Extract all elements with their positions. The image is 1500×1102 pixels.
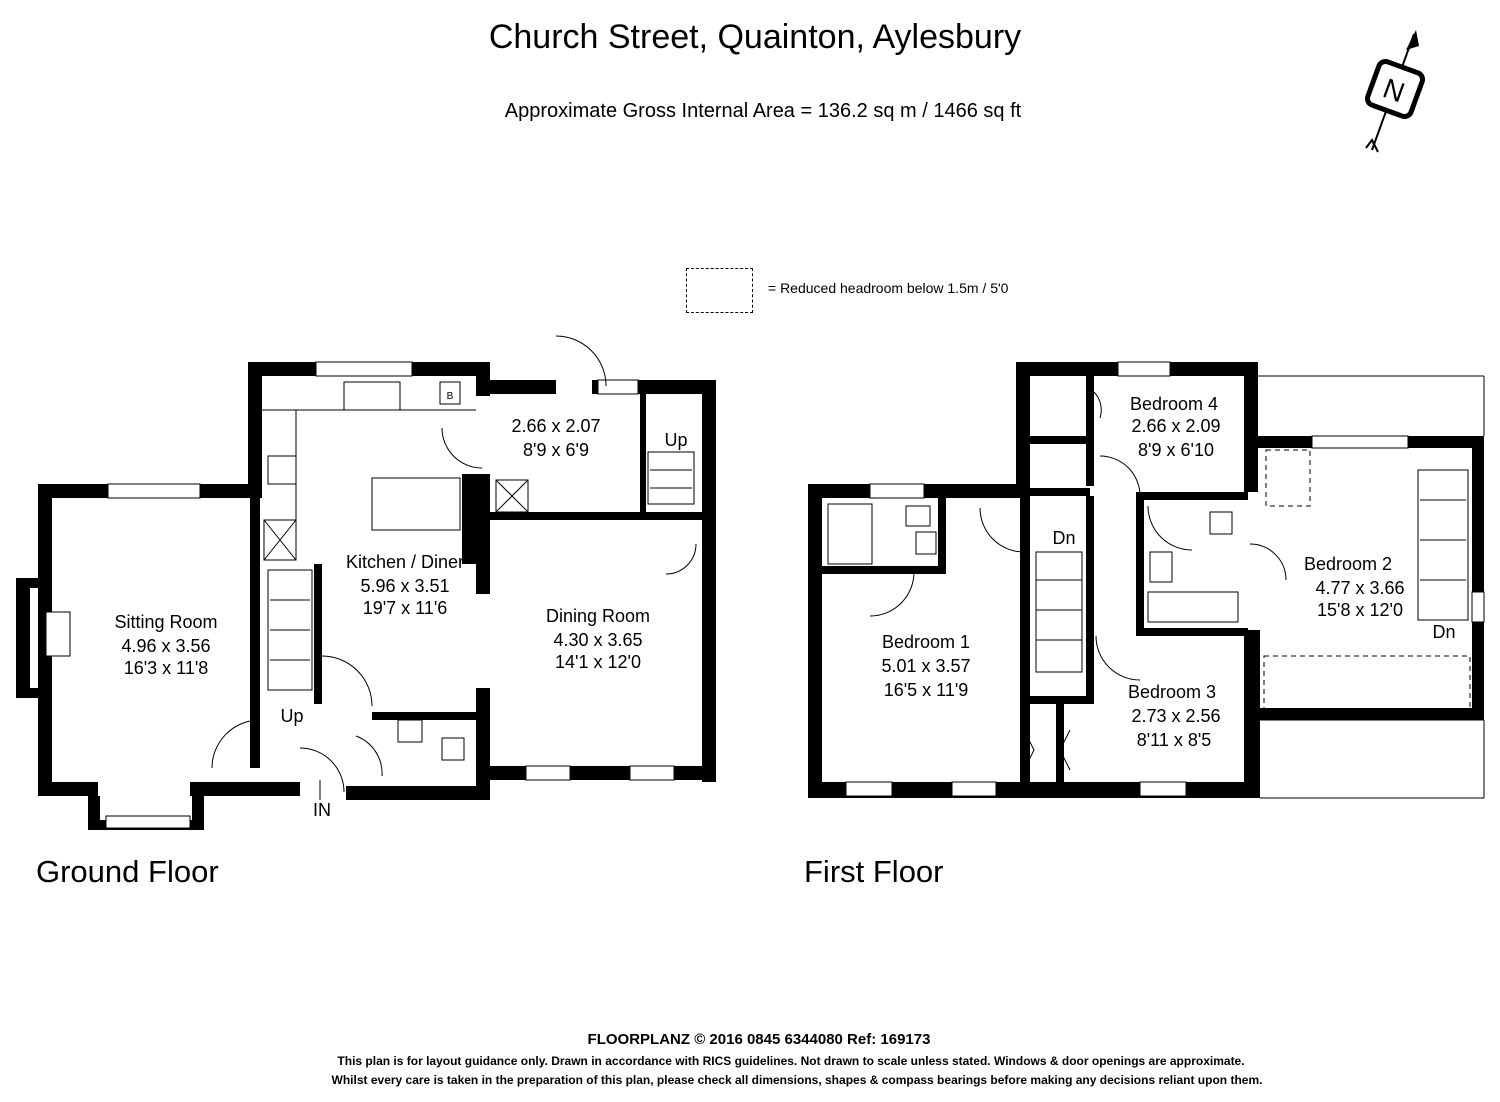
- dining-room-name: Dining Room: [546, 606, 650, 626]
- legend-swatch: [686, 268, 753, 313]
- sitting-room-metric: 4.96 x 3.56: [121, 636, 210, 656]
- bedroom-3-name: Bedroom 3: [1128, 682, 1216, 702]
- first-floor-thin-lines: [869, 375, 1485, 799]
- legend-text: = Reduced headroom below 1.5m / 5'0: [768, 280, 1009, 296]
- stairs-down-label: Dn: [1052, 528, 1075, 548]
- boiler-label: B: [447, 391, 454, 402]
- bedroom-1-imperial: 16'5 x 11'9: [884, 680, 969, 700]
- first-floor-label: First Floor: [804, 854, 944, 889]
- bedroom-2-imperial: 15'8 x 12'0: [1317, 600, 1403, 620]
- ground-floor-thin-lines: [211, 335, 697, 800]
- bedroom-3-metric: 2.73 x 2.56: [1131, 706, 1220, 726]
- stairs-up-label: Up: [664, 430, 687, 450]
- compass-icon: N: [1364, 30, 1426, 153]
- utility-imperial: 8'9 x 6'9: [523, 440, 589, 460]
- dining-room-metric: 4.30 x 3.65: [553, 630, 642, 650]
- kitchen-imperial: 19'7 x 11'6: [363, 598, 448, 618]
- plan-title: Church Street, Quainton, Aylesbury: [488, 18, 1022, 56]
- stairs-down-label: Dn: [1432, 622, 1455, 642]
- sitting-room-imperial: 16'3 x 11'8: [124, 658, 209, 678]
- first-floor-labels: Bedroom 1 5.01 x 3.57 16'5 x 11'9 Bedroo…: [881, 394, 1455, 750]
- gross-area: Approximate Gross Internal Area = 136.2 …: [504, 100, 1022, 122]
- entrance-label: IN: [313, 800, 331, 820]
- ground-floor-fixtures: [45, 361, 695, 829]
- bedroom-2-name: Bedroom 2: [1304, 554, 1392, 574]
- bedroom-4-imperial: 8'9 x 6'10: [1138, 440, 1214, 460]
- footer-disclaimer-1: This plan is for layout guidance only. D…: [337, 1054, 1245, 1068]
- bedroom-2-metric: 4.77 x 3.66: [1315, 578, 1404, 598]
- footer-disclaimer-2: Whilst every care is taken in the prepar…: [331, 1073, 1263, 1087]
- bedroom-4-name: Bedroom 4: [1130, 394, 1218, 414]
- ground-floor-plan: [16, 362, 716, 830]
- sitting-room-name: Sitting Room: [114, 612, 217, 632]
- footer-credit: FLOORPLANZ © 2016 0845 6344080 Ref: 1691…: [587, 1031, 931, 1048]
- bedroom-3-imperial: 8'11 x 8'5: [1137, 730, 1212, 750]
- dining-room-imperial: 14'1 x 12'0: [555, 652, 641, 672]
- utility-metric: 2.66 x 2.07: [511, 416, 600, 436]
- bedroom-1-name: Bedroom 1: [882, 632, 970, 652]
- bedroom-4-metric: 2.66 x 2.09: [1131, 416, 1220, 436]
- ground-floor-labels: Sitting Room 4.96 x 3.56 16'3 x 11'8 Kit…: [114, 391, 687, 820]
- bedroom-1-metric: 5.01 x 3.57: [881, 656, 970, 676]
- ground-floor-label: Ground Floor: [36, 854, 219, 889]
- kitchen-metric: 5.96 x 3.51: [360, 576, 449, 596]
- kitchen-name: Kitchen / Diner: [346, 552, 464, 572]
- stairs-up-label: Up: [280, 706, 303, 726]
- first-floor-fixtures: [827, 361, 1485, 797]
